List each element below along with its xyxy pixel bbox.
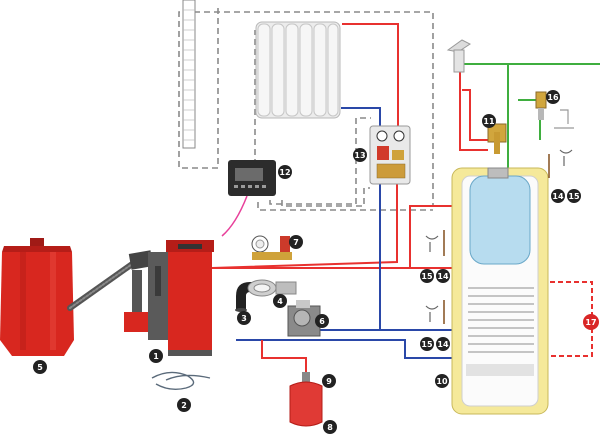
marker-4-label: 4 bbox=[277, 297, 283, 306]
marker-17: 17 bbox=[583, 314, 599, 330]
marker-1: 1 bbox=[149, 349, 163, 363]
marker-15-mid: 15 bbox=[420, 269, 434, 283]
marker-8-label: 8 bbox=[327, 423, 333, 432]
control-wiring bbox=[178, 8, 434, 211]
marker-12: 12 bbox=[278, 165, 292, 179]
pump-group bbox=[287, 300, 321, 337]
marker-15-low-label: 15 bbox=[421, 340, 433, 349]
marker-11-label: 11 bbox=[483, 117, 495, 126]
marker-16: 16 bbox=[546, 90, 560, 104]
marker-5-label: 5 bbox=[37, 363, 43, 372]
marker-15-top: 15 bbox=[567, 189, 581, 203]
safety-group bbox=[251, 235, 292, 260]
marker-9-label: 9 bbox=[326, 377, 332, 386]
pipe-adapter bbox=[247, 279, 297, 297]
marker-15-mid-label: 15 bbox=[421, 272, 433, 281]
clips bbox=[425, 149, 573, 322]
marker-4: 4 bbox=[273, 294, 287, 308]
marker-13: 13 bbox=[353, 148, 367, 162]
marker-11: 11 bbox=[482, 114, 496, 128]
marker-8: 8 bbox=[323, 420, 337, 434]
mixing-station bbox=[369, 125, 411, 185]
radiator bbox=[255, 21, 341, 119]
auger-tube bbox=[67, 250, 154, 332]
marker-15-low: 15 bbox=[420, 337, 434, 351]
marker-2: 2 bbox=[177, 398, 191, 412]
marker-14-mid: 14 bbox=[436, 269, 450, 283]
marker-2-label: 2 bbox=[181, 401, 187, 410]
storage-tank bbox=[451, 167, 549, 415]
marker-14-mid-label: 14 bbox=[437, 272, 449, 281]
marker-6-label: 6 bbox=[319, 317, 325, 326]
marker-14-low: 14 bbox=[436, 337, 450, 351]
marker-5: 5 bbox=[33, 360, 47, 374]
sensor-cable-line bbox=[221, 195, 248, 237]
boiler bbox=[148, 240, 214, 356]
controller bbox=[228, 160, 276, 196]
faucet bbox=[446, 39, 471, 73]
marker-7-label: 7 bbox=[293, 238, 299, 247]
marker-16-label: 16 bbox=[547, 93, 559, 102]
marker-9: 9 bbox=[322, 374, 336, 388]
marker-10: 10 bbox=[435, 374, 449, 388]
wall-chimney bbox=[182, 0, 196, 149]
pellet-hopper bbox=[0, 238, 74, 356]
marker-15-top-label: 15 bbox=[568, 192, 580, 201]
marker-14-top-label: 14 bbox=[552, 192, 564, 201]
marker-13-label: 13 bbox=[354, 151, 365, 160]
marker-7: 7 bbox=[289, 235, 303, 249]
marker-14-low-label: 14 bbox=[437, 340, 449, 349]
sensors-and-clips bbox=[443, 154, 550, 324]
marker-10-label: 10 bbox=[436, 377, 448, 386]
marker-14-top: 14 bbox=[551, 189, 565, 203]
expansion-vessel bbox=[289, 372, 323, 427]
valves-top bbox=[487, 91, 574, 154]
marker-6: 6 bbox=[315, 314, 329, 328]
marker-3-label: 3 bbox=[241, 314, 247, 323]
marker-3: 3 bbox=[237, 311, 251, 325]
marker-17-label: 17 bbox=[585, 318, 596, 327]
sensor-cables bbox=[151, 371, 211, 391]
marker-1-label: 1 bbox=[153, 352, 159, 361]
marker-12-label: 12 bbox=[279, 168, 290, 177]
